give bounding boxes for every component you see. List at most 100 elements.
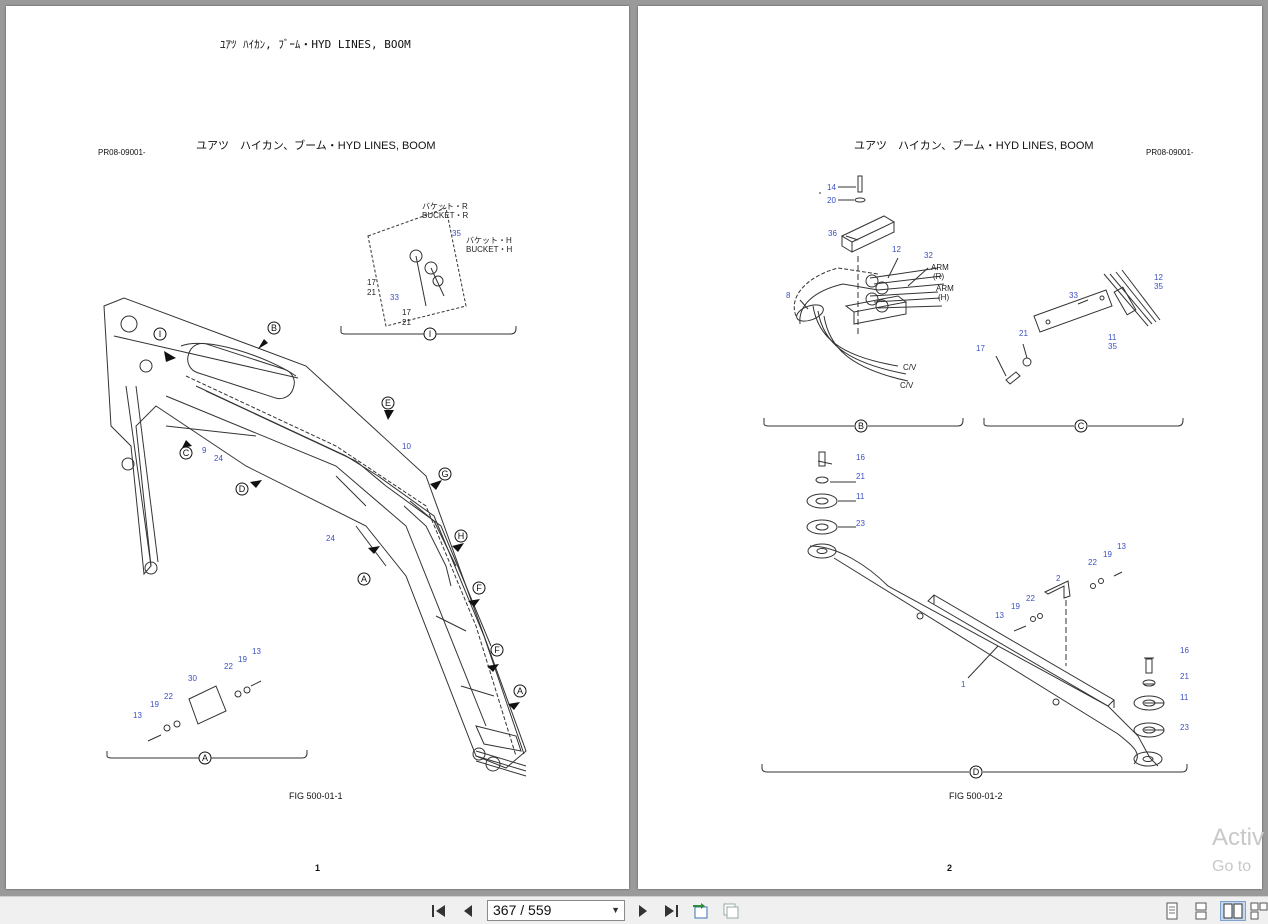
part-11-b: 11 bbox=[856, 492, 865, 501]
callout-c: C bbox=[183, 448, 190, 458]
activation-watermark-line2: Go to bbox=[1212, 858, 1252, 875]
callout-a1: A bbox=[517, 686, 523, 696]
part-13-b: 13 bbox=[133, 711, 142, 720]
part-19-a: 19 bbox=[1103, 550, 1112, 559]
detail-label-d: D bbox=[973, 767, 980, 777]
callout-d: D bbox=[239, 484, 246, 494]
part-12-a: 12 bbox=[892, 245, 901, 254]
part-32: 32 bbox=[924, 251, 933, 260]
page-top-title: ﾕｱﾂ ﾊｲｶﾝ, ﾌﾞｰﾑ・HYD LINES, BOOM bbox=[220, 38, 411, 51]
figure-label: FIG 500-01-2 bbox=[949, 791, 1003, 801]
part-21-c: 21 bbox=[1180, 672, 1189, 681]
part-2: 2 bbox=[1056, 574, 1061, 583]
page-indicator: 367 / 559 bbox=[493, 902, 552, 918]
part-24-a: 24 bbox=[214, 454, 223, 463]
part-35-a: 35 bbox=[1154, 282, 1163, 291]
activation-watermark-line1: Activ bbox=[1212, 824, 1265, 851]
page-number-select[interactable]: 367 / 559 ▼ bbox=[487, 900, 625, 921]
callout-f1: F bbox=[476, 583, 482, 593]
part-11-c: 11 bbox=[1180, 693, 1189, 702]
part-16-b: 16 bbox=[1180, 646, 1189, 655]
part-1: 1 bbox=[961, 680, 966, 689]
callout-a2: A bbox=[361, 574, 367, 584]
bucket-h-jp-label: バケット・H bbox=[466, 236, 512, 245]
part-9: 9 bbox=[202, 446, 207, 455]
part-22-a: 22 bbox=[1088, 558, 1097, 567]
page-header: ユアツ ハイカン、ブーム・HYD LINES, BOOM bbox=[196, 140, 436, 152]
part-35-b: 35 bbox=[1108, 342, 1117, 351]
cv-label: C/V bbox=[903, 363, 917, 372]
part-13-a: 13 bbox=[252, 647, 261, 656]
part-33: 33 bbox=[1069, 291, 1078, 300]
part-24-b: 24 bbox=[326, 534, 335, 543]
part-13-a: 13 bbox=[1117, 542, 1126, 551]
part-36: 36 bbox=[828, 229, 837, 238]
page-number: 1 bbox=[315, 863, 321, 873]
callout-b: B bbox=[271, 323, 277, 333]
pdf-page-2: ユアツ ハイカン、ブーム・HYD LINES, BOOM PR08-09001- bbox=[638, 6, 1262, 889]
part-16-a: 16 bbox=[856, 453, 865, 462]
part-23-a: 23 bbox=[856, 519, 865, 528]
page-code: PR08-09001- bbox=[1146, 148, 1194, 157]
part-13-b: 13 bbox=[995, 611, 1004, 620]
part-30: 30 bbox=[188, 674, 197, 683]
part-23-b: 23 bbox=[1180, 723, 1189, 732]
callout-e: E bbox=[385, 398, 391, 408]
continuous-view-icon[interactable] bbox=[1192, 902, 1210, 920]
arm-r-label: ARM bbox=[931, 263, 949, 272]
page-header: ユアツ ハイカン、ブーム・HYD LINES, BOOM bbox=[854, 140, 1094, 152]
first-page-icon[interactable] bbox=[430, 902, 448, 920]
part-19-b: 19 bbox=[1011, 602, 1020, 611]
two-page-continuous-view-icon[interactable] bbox=[1250, 902, 1268, 920]
part-22-a: 22 bbox=[224, 662, 233, 671]
bucket-r-jp-label: バケット・R bbox=[422, 202, 468, 211]
part-17-b: 17 bbox=[402, 308, 411, 317]
callout-i: I bbox=[159, 329, 162, 339]
arm-h-label: ARM bbox=[936, 284, 954, 293]
pdf-navigation-toolbar: 367 / 559 ▼ bbox=[0, 896, 1268, 924]
go-forward-icon[interactable] bbox=[722, 902, 740, 920]
single-page-view-icon[interactable] bbox=[1163, 902, 1181, 920]
boom-hydraulic-lines-diagram: I B E G H F F A A C D I A バケット・R BUCKET・… bbox=[103, 202, 527, 777]
part-20: 20 bbox=[827, 196, 836, 205]
pdf-page-1: ﾕｱﾂ ﾊｲｶﾝ, ﾌﾞｰﾑ・HYD LINES, BOOM PR08-0900… bbox=[6, 6, 629, 889]
cv-label-2: C/V bbox=[900, 381, 914, 390]
part-35: 35 bbox=[452, 229, 461, 238]
part-21-a: 21 bbox=[367, 288, 376, 297]
page-number: 2 bbox=[947, 863, 953, 873]
go-back-icon[interactable] bbox=[692, 902, 710, 920]
part-21-b: 21 bbox=[402, 318, 411, 327]
page-code: PR08-09001- bbox=[98, 148, 146, 157]
part-19-b: 19 bbox=[150, 700, 159, 709]
part-14: 14 bbox=[827, 183, 836, 192]
boom-detail-diagram: B C D ARM (R) ARM (H) C/V C/V 14 20 36 1… bbox=[761, 175, 1189, 779]
detail-label-i: I bbox=[429, 329, 432, 339]
next-page-icon[interactable] bbox=[634, 902, 652, 920]
part-10: 10 bbox=[402, 442, 411, 451]
arm-h-suffix: (H) bbox=[938, 293, 949, 302]
callout-g: G bbox=[441, 469, 448, 479]
last-page-icon[interactable] bbox=[662, 902, 680, 920]
detail-label-b: B bbox=[858, 421, 864, 431]
callout-h: H bbox=[458, 531, 465, 541]
bucket-r-label: BUCKET・R bbox=[422, 211, 468, 220]
bucket-h-label: BUCKET・H bbox=[466, 245, 512, 254]
part-12-b: 12 bbox=[1154, 273, 1163, 282]
chevron-down-icon: ▼ bbox=[611, 905, 620, 915]
detail-label-c: C bbox=[1078, 421, 1085, 431]
callout-f2: F bbox=[494, 645, 500, 655]
part-22-b: 22 bbox=[164, 692, 173, 701]
part-22-b: 22 bbox=[1026, 594, 1035, 603]
part-17: 17 bbox=[976, 344, 985, 353]
part-8: 8 bbox=[786, 291, 791, 300]
arm-r-suffix: (R) bbox=[933, 272, 944, 281]
part-21-b: 21 bbox=[856, 472, 865, 481]
part-11-a: 11 bbox=[1108, 333, 1117, 342]
two-page-view-icon[interactable] bbox=[1220, 901, 1246, 921]
figure-label: FIG 500-01-1 bbox=[289, 791, 343, 801]
part-19-a: 19 bbox=[238, 655, 247, 664]
part-17-a: 17 bbox=[367, 278, 376, 287]
prev-page-icon[interactable] bbox=[459, 902, 477, 920]
part-21-a: 21 bbox=[1019, 329, 1028, 338]
detail-label-a: A bbox=[202, 753, 208, 763]
